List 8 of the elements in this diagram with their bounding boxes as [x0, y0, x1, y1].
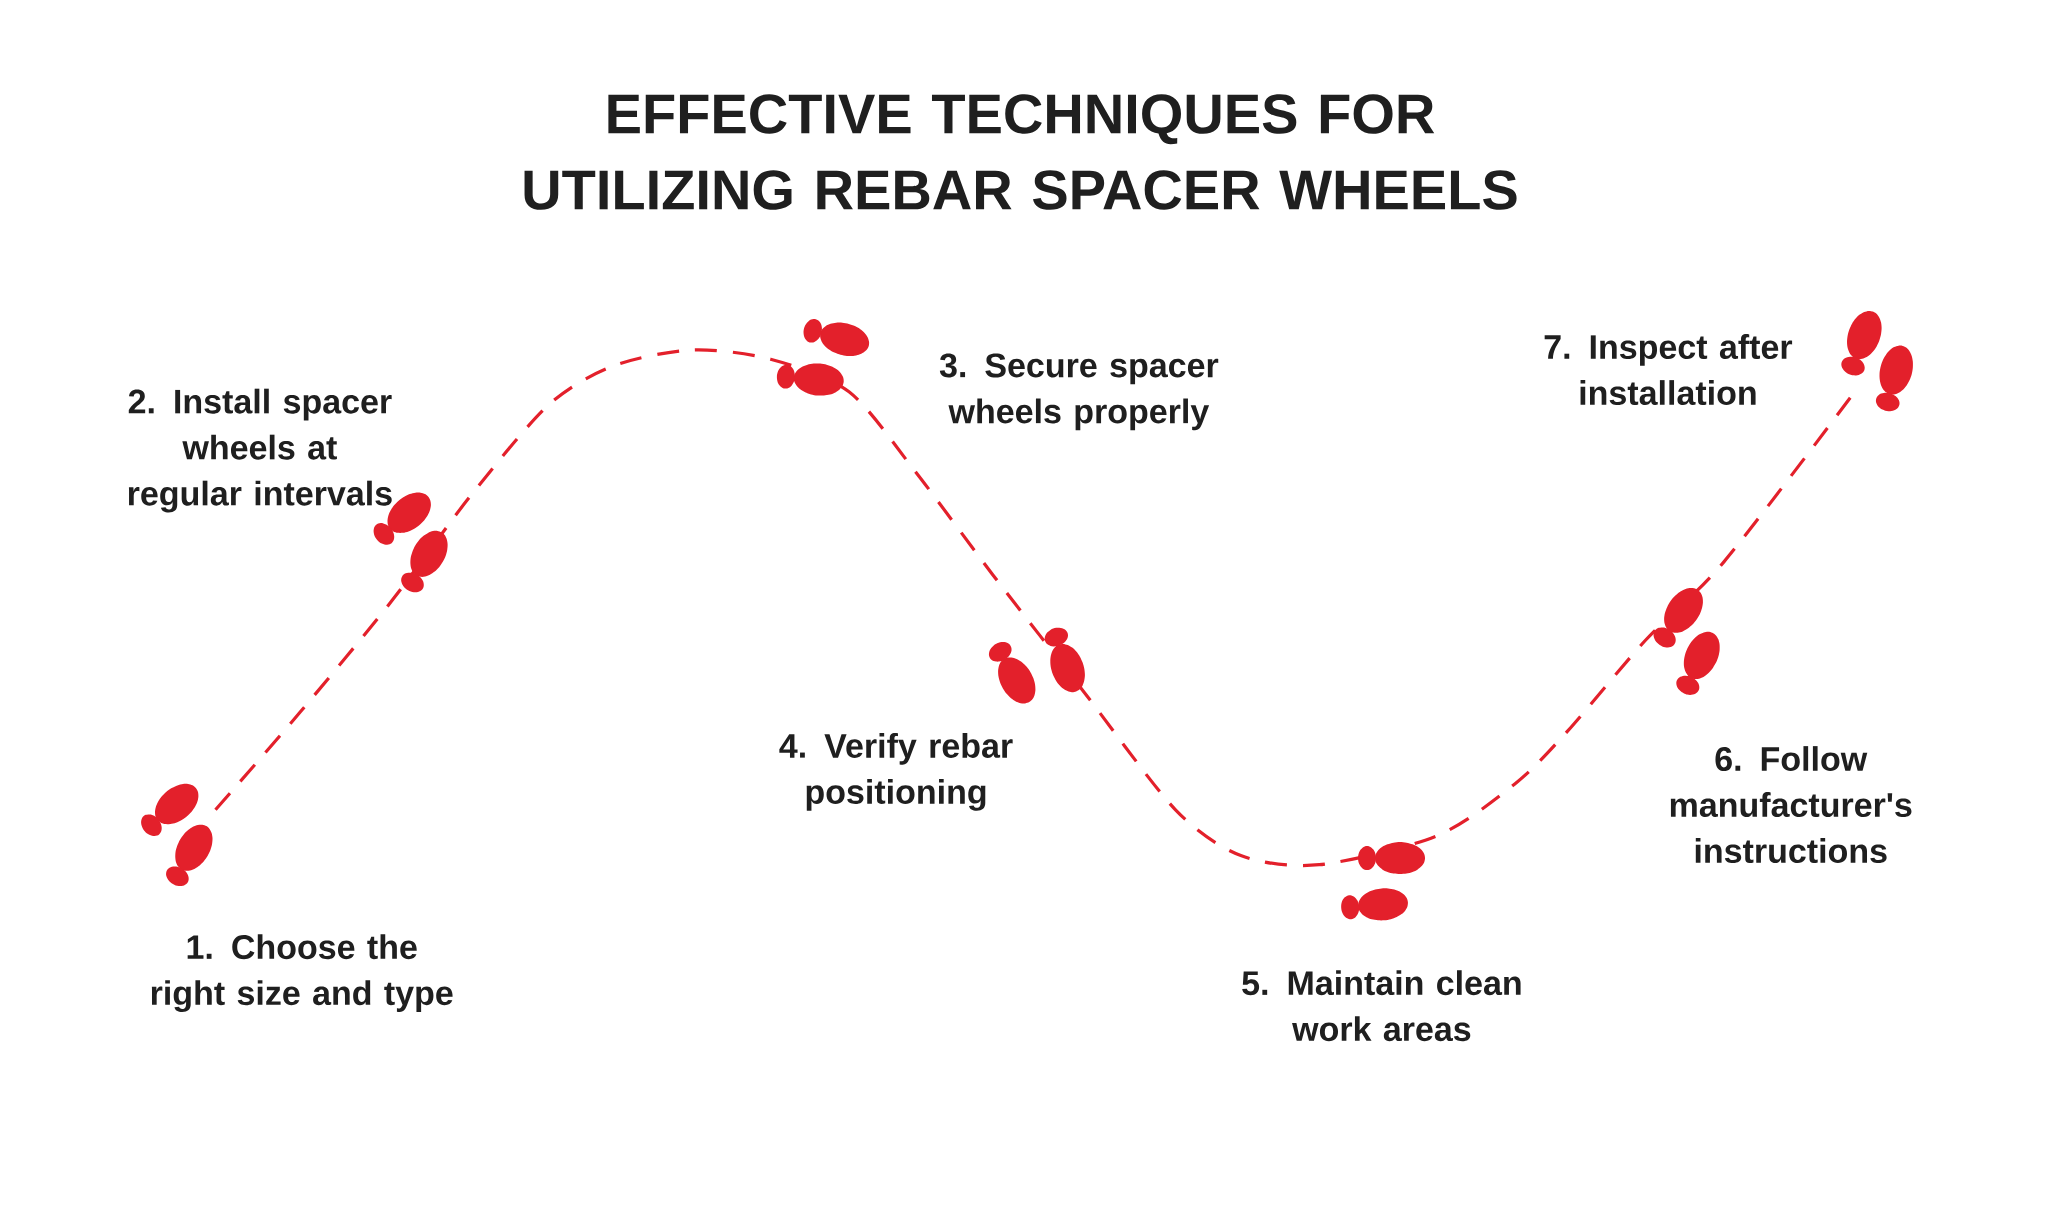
step-label: 1. Choose the right size and type [151, 934, 453, 1013]
title: EFFECTIVE TECHNIQUES FOR UTILIZING REBAR SPACER WHEELS [524, 94, 1517, 210]
step-label: 7. Inspect after installation [1544, 334, 1793, 406]
step-label: 5. Maintain clean work areas [1242, 970, 1521, 1042]
step-label: 3. Secure spacer wheels properly [939, 353, 1219, 431]
step-label: 2. Install spacer wheels at regular intervals [128, 388, 392, 513]
step-label: 4. Verify rebar positioning [779, 733, 1013, 811]
step-label: 6. Follow manufacturer's instructions [1670, 746, 1912, 864]
